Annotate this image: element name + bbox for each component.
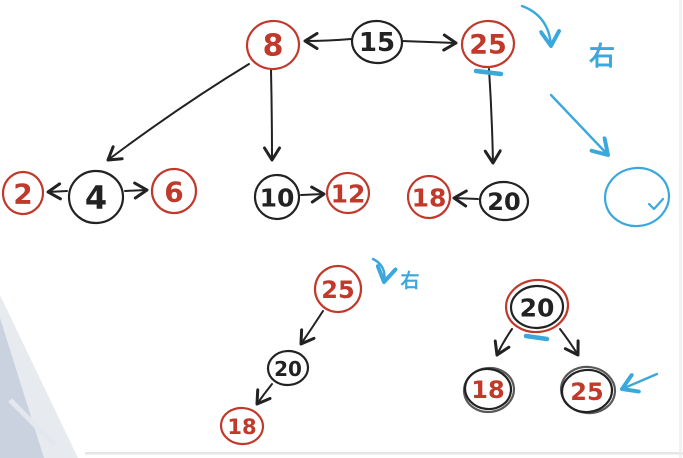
subtree-node-20-label: 20 [520,294,555,323]
node-4-circle [67,169,125,225]
node-6: 6 [150,167,198,215]
main-tree: 8 15 25 2 4 6 10 12 [1,19,530,225]
chain-node-20-circle [266,349,310,387]
node-8-label: 8 [263,29,284,64]
subtree-node-18: 18 [462,366,516,414]
subtree-node-25: 25 [559,365,617,415]
subtree-node-25-circle-double [559,365,617,415]
node-15: 15 [350,19,404,65]
subtree-node-20-red-highlight-circle [504,278,570,334]
edge-15-to-8 [303,31,352,50]
chain-node-25-circle [313,264,363,314]
right-edge-line [679,0,682,458]
node-8: 8 [245,19,301,71]
blue-pointer-arrow [622,372,659,389]
smudge-streak [8,398,57,447]
node-15-circle [350,19,404,65]
node-4: 4 [67,169,125,225]
node-12-label: 12 [331,180,366,209]
node-18-label: 18 [412,184,447,213]
node-15-label: 15 [359,28,395,58]
chain-node-20-label: 20 [274,357,302,381]
node-20-circle [478,180,530,222]
edge-15-to-25 [401,33,458,52]
node-10-label: 10 [260,184,295,213]
edge-20-to-18 [452,189,479,208]
edge-10-to-12 [300,185,326,204]
chain-node-25: 25 [313,264,363,314]
node-18-circle [406,174,452,220]
node-25-top-circle [460,19,516,69]
node-2-circle [1,170,45,216]
node-4-label: 4 [85,179,107,217]
node-2: 2 [1,170,45,216]
blue-underline-20 [523,333,550,342]
node-25-top: 25 [460,19,516,77]
right-subtree: 20 18 25 [462,278,659,415]
subtree-node-18-circle-double [462,366,516,414]
blue-tick-mark [647,197,665,211]
right-character-middle: 右 [399,269,419,292]
edge-25-to-20-chain [299,310,324,346]
node-10-circle [253,173,301,221]
subtree-node-18-label: 18 [471,376,504,404]
node-18: 18 [406,174,452,220]
chain-node-20: 20 [266,349,310,387]
node-25-top-label: 25 [469,30,507,61]
right-character-top: 右 [589,42,615,72]
node-6-label: 6 [164,176,183,209]
node-20: 20 [478,180,530,222]
main-tree-edges [46,31,502,208]
edge-4-to-6 [124,181,149,200]
edge-20-to-25-subtree [559,328,580,357]
edge-20-to-18-subtree [493,328,513,357]
subtree-node-25-label: 25 [570,378,603,406]
edge-8-to-4 [106,63,250,162]
subtree-node-20-circle [509,284,565,330]
blue-curved-arrow-middle [371,257,385,282]
subtree-node-20: 20 [504,278,570,342]
node-12: 12 [325,171,371,215]
blue-diagonal-arrow [549,93,608,155]
node-8-circle [245,19,301,71]
left-chain: 25 20 18 右 [219,257,420,446]
blue-annotations-middle: 右 [371,257,420,292]
edge-20-to-18-chain [255,383,273,406]
node-12-circle [325,171,371,215]
blue-annotations-top: 右 [520,4,671,228]
blue-curved-arrow-top [520,4,551,46]
node-6-circle [150,167,198,215]
edge-8-to-10 [262,69,281,162]
chain-node-18-circle [219,406,265,446]
chain-node-25-label: 25 [321,276,354,304]
edge-4-to-2 [46,182,68,201]
blue-circle-note [603,166,671,228]
edge-25-to-20 [483,68,502,165]
node-10: 10 [253,173,301,221]
blue-underline-25 [473,68,504,77]
bottom-edge-line [85,452,683,455]
node-2-label: 2 [13,178,32,211]
node-20-label: 20 [487,188,520,216]
chain-node-18: 18 [219,406,265,446]
blue-circle [603,166,671,228]
chain-node-18-label: 18 [227,415,256,439]
